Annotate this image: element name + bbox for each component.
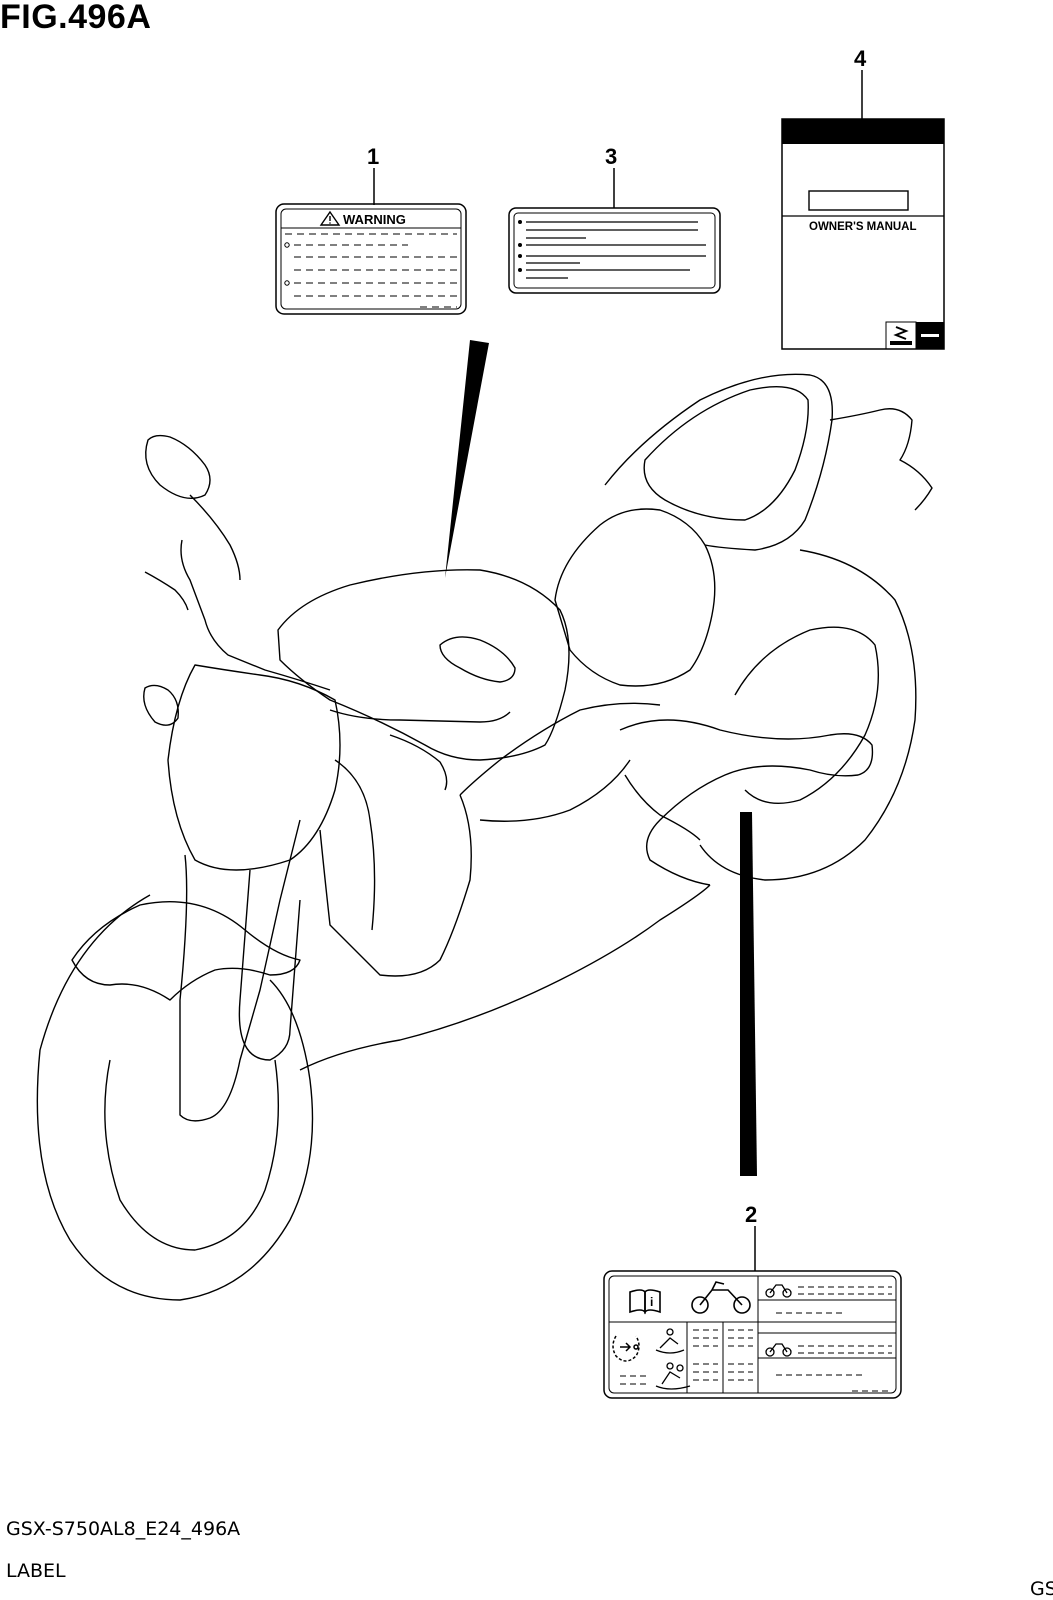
callout-1: 1 xyxy=(367,144,380,169)
motorcycle-outline xyxy=(36,373,933,1301)
motorcycle-icon xyxy=(691,1281,751,1314)
manual-title: OWNER'S MANUAL xyxy=(809,221,917,233)
clutch-lever xyxy=(144,571,189,611)
mirror-stem xyxy=(189,494,241,581)
handlebar-left xyxy=(180,539,331,691)
pointer-wedge-tank xyxy=(445,340,489,578)
fork-leg xyxy=(238,869,301,1061)
handlebar-right xyxy=(329,709,511,723)
pictogram-label-2: i xyxy=(603,1270,902,1399)
rider-icon xyxy=(655,1328,691,1390)
right-mirror xyxy=(143,684,179,726)
rear-wheel xyxy=(699,549,917,881)
left-mirror xyxy=(145,434,211,499)
exhaust-upper xyxy=(479,759,631,822)
rider-seat xyxy=(554,508,716,687)
callout-3: 3 xyxy=(605,144,618,169)
tail-light xyxy=(829,408,933,511)
pointer-wedge-frame xyxy=(740,812,757,1176)
motorcycle-small-icon xyxy=(765,1284,792,1357)
warning-triangle-icon xyxy=(319,210,341,226)
cowl-side xyxy=(334,759,376,931)
front-fork xyxy=(179,819,301,1122)
frame-rail xyxy=(459,702,661,796)
engine-cover xyxy=(319,794,472,977)
pillion-seat xyxy=(643,385,809,521)
fuel-tank xyxy=(277,569,570,761)
swingarm xyxy=(619,719,874,886)
suzuki-logo-icon xyxy=(885,321,917,350)
rear-wheel-inner xyxy=(734,626,879,804)
helmet-warning-icon xyxy=(612,1335,640,1362)
figure-code: GSX-S750AL8_E24_496A xyxy=(6,1518,241,1540)
figure-name: LABEL xyxy=(6,1560,66,1582)
exhaust-lower xyxy=(624,774,701,841)
callout-2: 2 xyxy=(745,1202,758,1227)
front-wheel xyxy=(36,894,314,1301)
tail-cowl xyxy=(604,373,834,551)
book-icon: i xyxy=(629,1289,661,1315)
owners-manual: OWNER'S MANUAL xyxy=(781,118,945,350)
warning-heading: WARNING xyxy=(343,212,406,227)
brake-lever xyxy=(389,734,448,791)
tank-cap xyxy=(439,636,516,683)
callout-4: 4 xyxy=(854,46,867,71)
front-fender xyxy=(71,901,301,1001)
front-wheel-inner xyxy=(104,1059,280,1251)
belly-pan xyxy=(299,884,711,1071)
svg-text:i: i xyxy=(650,1295,653,1309)
figure-title: FIG.496A xyxy=(0,0,152,36)
info-label-3 xyxy=(508,207,721,294)
corner-text: GS xyxy=(1030,1578,1053,1600)
warning-label: WARNING xyxy=(275,203,467,315)
headlight-cowl xyxy=(167,664,341,871)
